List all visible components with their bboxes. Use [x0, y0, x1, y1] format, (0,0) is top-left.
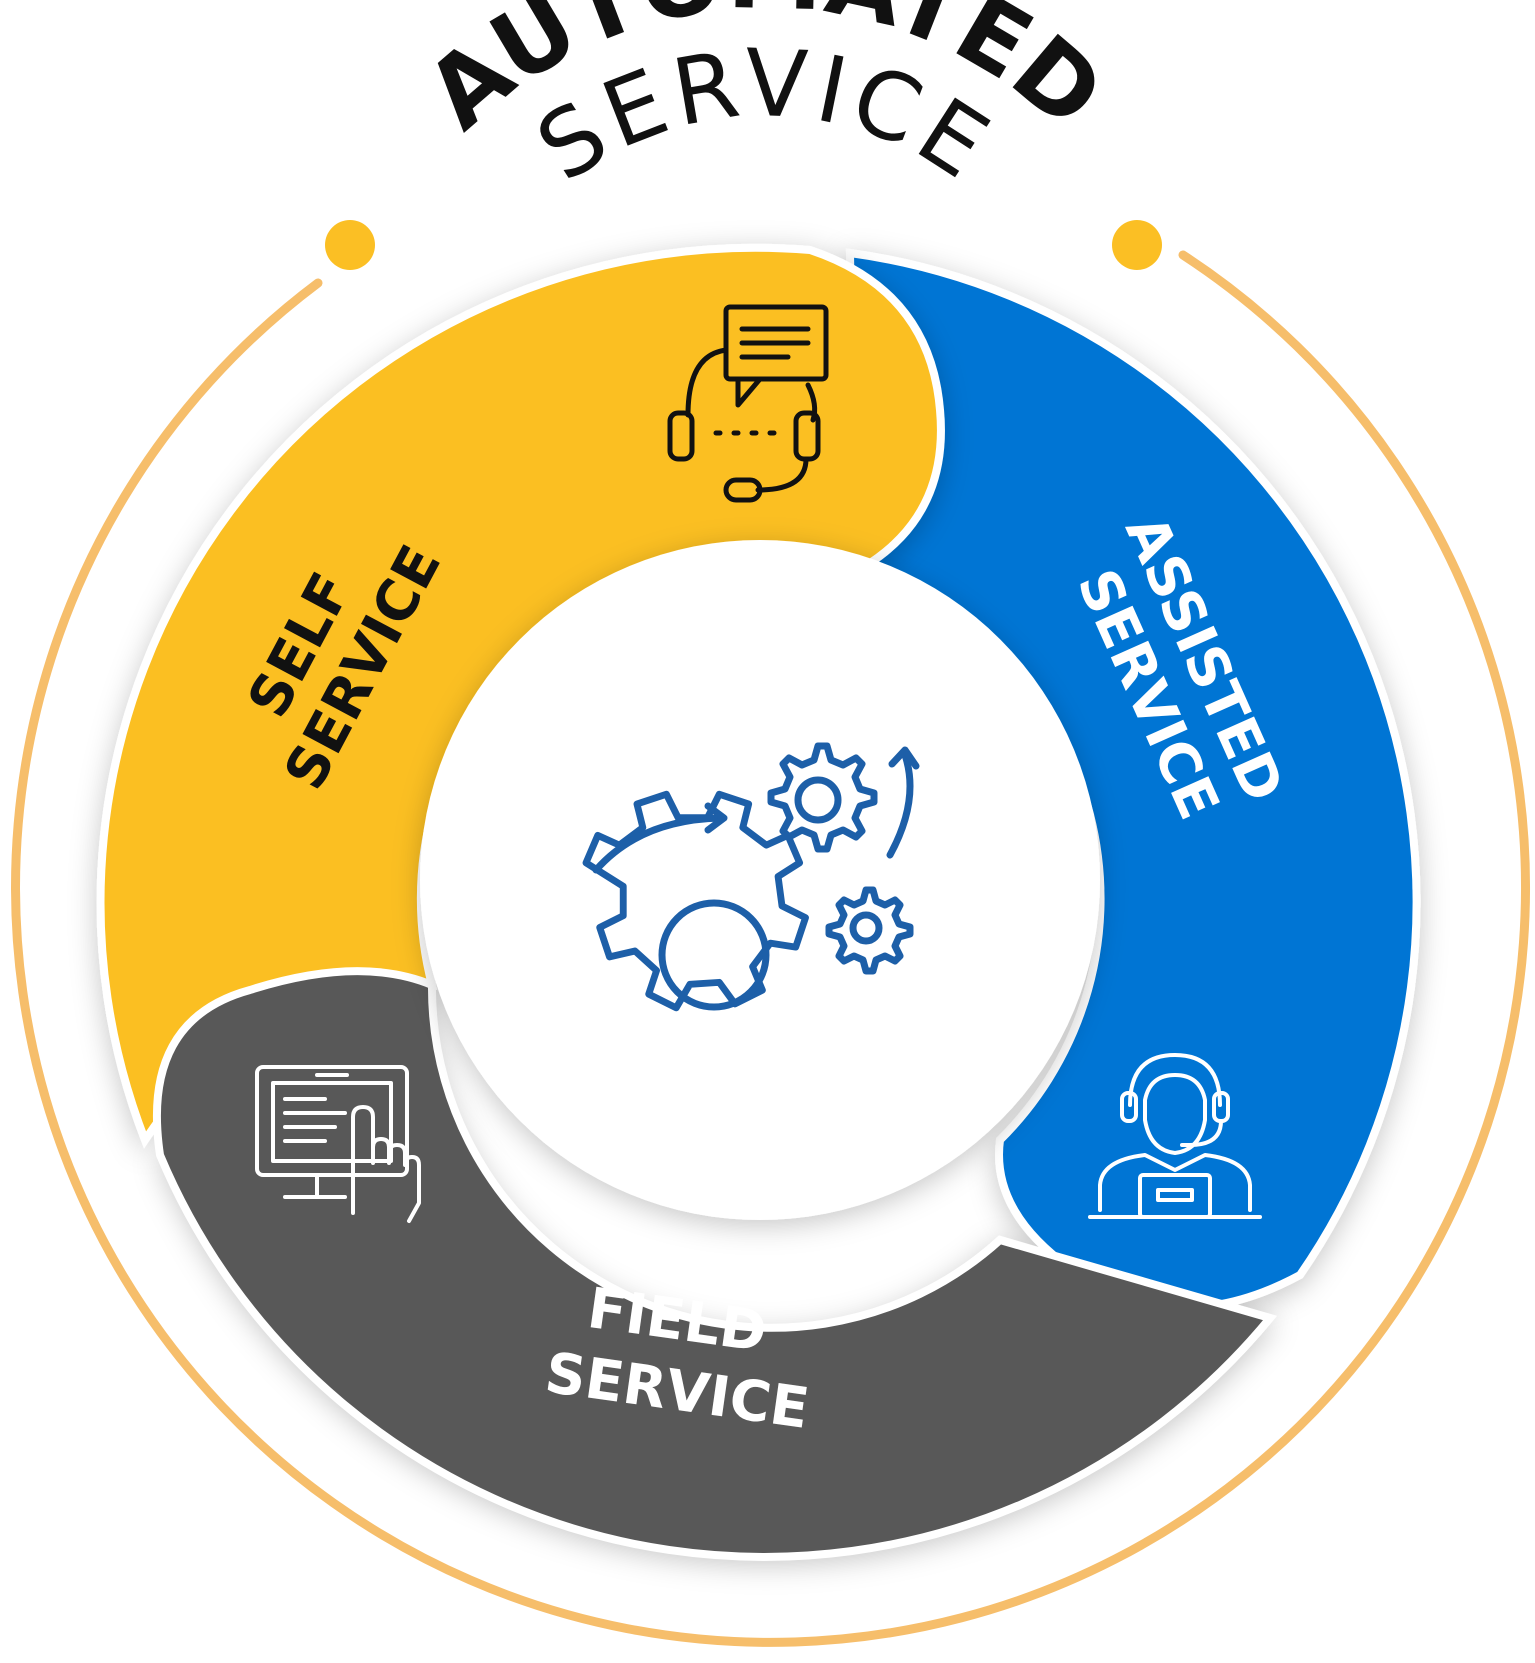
gears-cycle-icon [582, 742, 920, 1012]
center-circle [420, 540, 1100, 1220]
support-agent-icon [1088, 1053, 1262, 1219]
headset-chat-icon [667, 304, 829, 503]
outer-ring-dot-left [325, 220, 375, 270]
outer-ring-dot-right [1112, 220, 1162, 270]
segment-field-service-cap [153, 967, 1277, 1561]
touch-screen-icon [255, 1065, 421, 1223]
outer-ring [11, 250, 1530, 1647]
